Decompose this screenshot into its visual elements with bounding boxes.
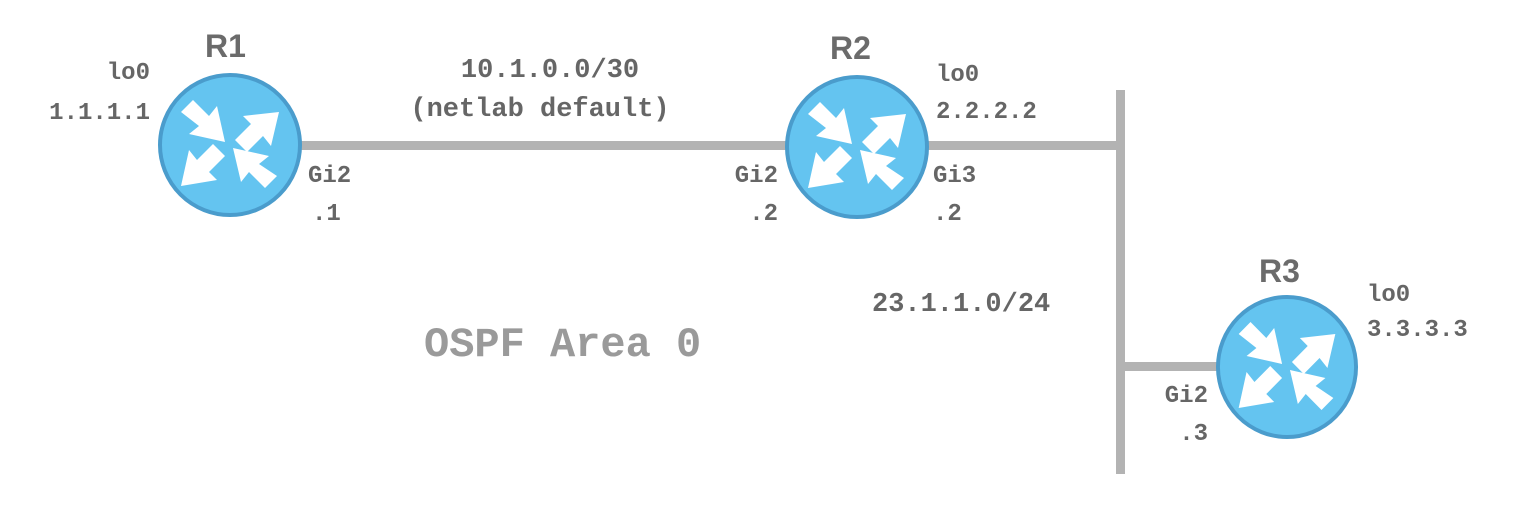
r1-gi2-address: .1	[312, 201, 341, 228]
r2-loopback-interface: lo0	[936, 62, 980, 89]
r2-gi3-interface: Gi3	[933, 163, 977, 190]
link-r2-segment	[924, 141, 1124, 150]
r1-gi2-interface: Gi2	[308, 163, 352, 190]
r1-loopback-interface: lo0	[106, 60, 150, 87]
router-r1-icon[interactable]	[157, 72, 303, 218]
link-r1-r2	[300, 141, 790, 150]
r3-loopback-interface: lo0	[1367, 282, 1411, 309]
r2-gi3-address: .2	[933, 201, 962, 228]
lan-segment-bus	[1116, 90, 1125, 474]
link-r1-r2-note: (netlab default)	[410, 95, 670, 125]
link-r1-r2-subnet: 10.1.0.0/30	[460, 56, 640, 86]
router-r2-icon[interactable]	[784, 74, 930, 220]
r2-loopback-address: 2.2.2.2	[936, 99, 1037, 126]
r3-gi2-address: .3	[1179, 421, 1208, 448]
router-r3-icon[interactable]	[1215, 294, 1359, 440]
r3-gi2-interface: Gi2	[1164, 383, 1208, 410]
router-r1-name: R1	[205, 28, 246, 64]
r3-loopback-address: 3.3.3.3	[1367, 317, 1468, 344]
link-segment-r3	[1120, 362, 1220, 371]
link-r2-r3-subnet: 23.1.1.0/24	[872, 290, 1051, 320]
router-r3-name: R3	[1259, 253, 1300, 289]
router-r2-name: R2	[830, 30, 871, 66]
r1-loopback-address: 1.1.1.1	[49, 100, 150, 127]
ospf-area-label: OSPF Area 0	[424, 321, 702, 369]
r2-gi2-interface: Gi2	[734, 163, 778, 190]
r2-gi2-address: .2	[749, 201, 778, 228]
